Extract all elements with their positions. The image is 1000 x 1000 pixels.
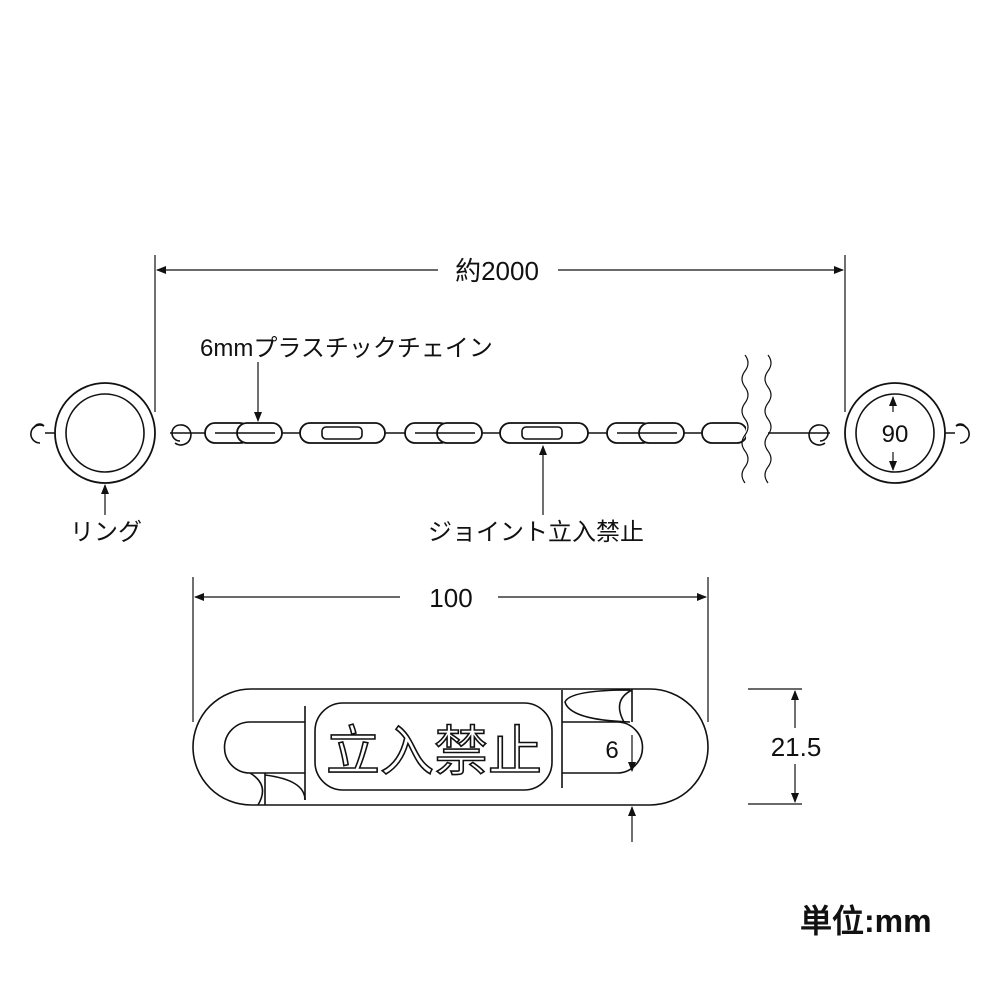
plastic-chain (170, 350, 830, 490)
joint-length-dimension: 100 (192, 577, 709, 722)
overall-length-label: 約2000 (455, 256, 539, 286)
right-hook-icon (945, 423, 970, 444)
embossed-text: 立入禁止 (326, 722, 542, 782)
unit-label: 単位:mm (800, 903, 932, 939)
left-hook-icon (30, 423, 55, 444)
joint-detail: 立入禁止 6 (192, 688, 709, 842)
chain-label: 6mmプラスチックチェイン (200, 335, 493, 362)
joint-label: ジョイント立入禁止 (428, 519, 644, 546)
ring-diameter-label: 90 (882, 421, 909, 448)
joint-height-dimension: 21.5 (748, 688, 822, 805)
right-ring: 90 (844, 382, 970, 484)
embossed-panel (314, 702, 553, 791)
joint-length-label: 100 (429, 583, 472, 613)
joint-height-label: 21.5 (771, 732, 822, 762)
joint-small (299, 422, 386, 444)
overall-length-dimension: 約2000 (154, 255, 846, 412)
joint-small (499, 422, 589, 444)
thickness-label: 6 (605, 737, 618, 764)
left-ring (30, 382, 156, 484)
ring-label: リング (70, 519, 142, 546)
